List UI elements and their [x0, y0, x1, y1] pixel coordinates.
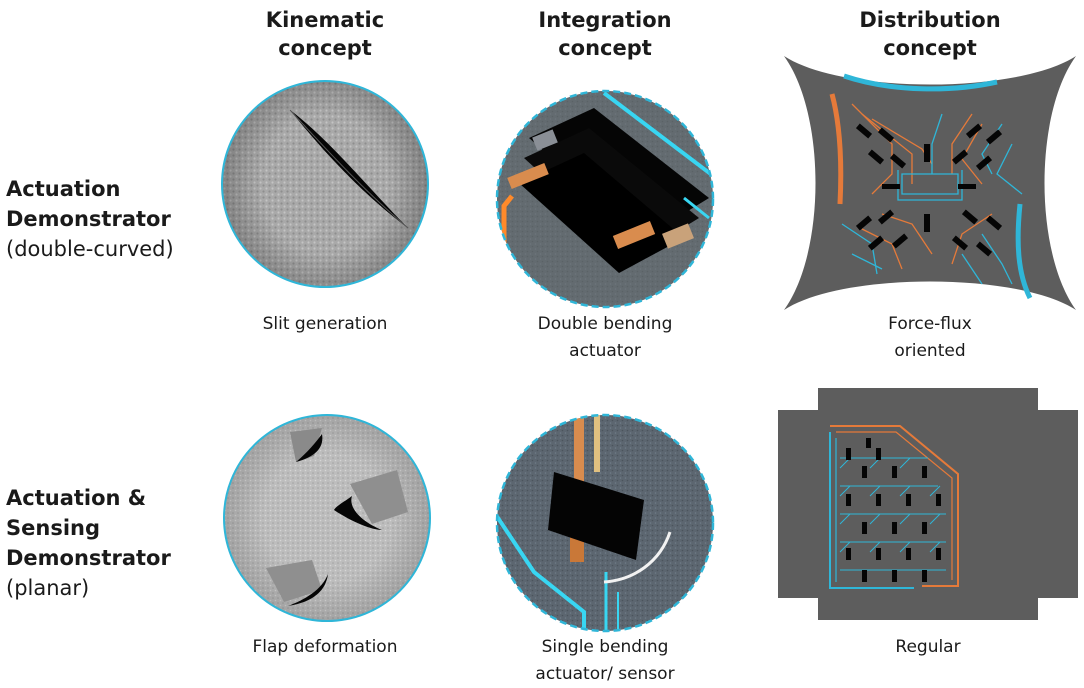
caption-double-bending-actuator: Double bending actuator	[505, 311, 705, 365]
double-bending-actuator-image	[495, 89, 715, 309]
caption-single-bending-line2: actuator/ sensor	[535, 664, 675, 684]
column-header-kinematic-line2: concept	[278, 36, 372, 60]
row2-title-line2: Sensing	[6, 516, 100, 540]
row-header-actuation-demonstrator: Actuation Demonstrator (double-curved)	[6, 174, 174, 264]
row1-title-line2: Demonstrator	[6, 207, 171, 231]
column-header-integration-line2: concept	[558, 36, 652, 60]
column-header-distribution: Distribution concept	[820, 6, 1040, 62]
column-header-integration-line1: Integration	[538, 8, 672, 32]
caption-force-flux-oriented: Force-flux oriented	[830, 311, 1030, 365]
caption-flap-deformation-line1: Flap deformation	[252, 637, 398, 657]
single-bending-actuator-sensor-image	[495, 413, 715, 633]
regular-distribution-image	[778, 388, 1078, 620]
caption-regular-line1: Regular	[895, 637, 961, 657]
caption-regular: Regular	[828, 634, 1028, 661]
caption-force-flux-line1: Force-flux	[888, 314, 972, 334]
caption-double-bending-line1: Double bending	[537, 314, 673, 334]
slit-generation-image	[221, 80, 429, 288]
column-header-kinematic-line1: Kinematic	[265, 8, 385, 32]
row1-subtitle: (double-curved)	[6, 237, 174, 261]
column-header-distribution-line1: Distribution	[859, 8, 1001, 32]
caption-single-bending-actuator-sensor: Single bending actuator/ sensor	[500, 634, 710, 688]
force-flux-oriented-image	[784, 56, 1076, 310]
caption-force-flux-line2: oriented	[894, 341, 966, 361]
flap-deformation-image	[223, 414, 431, 622]
caption-slit-generation-line1: Slit generation	[262, 314, 388, 334]
column-header-integration: Integration concept	[505, 6, 705, 62]
caption-double-bending-line2: actuator	[569, 341, 641, 361]
caption-single-bending-line1: Single bending	[541, 637, 669, 657]
row2-title-line3: Demonstrator	[6, 546, 171, 570]
row2-subtitle: (planar)	[6, 576, 90, 600]
caption-flap-deformation: Flap deformation	[225, 634, 425, 661]
column-header-kinematic: Kinematic concept	[240, 6, 410, 62]
row2-title-line1: Actuation &	[6, 486, 147, 510]
column-header-distribution-line2: concept	[883, 36, 977, 60]
caption-slit-generation: Slit generation	[225, 311, 425, 338]
row-header-actuation-sensing-demonstrator: Actuation & Sensing Demonstrator (planar…	[6, 483, 171, 603]
row1-title-line1: Actuation	[6, 177, 121, 201]
